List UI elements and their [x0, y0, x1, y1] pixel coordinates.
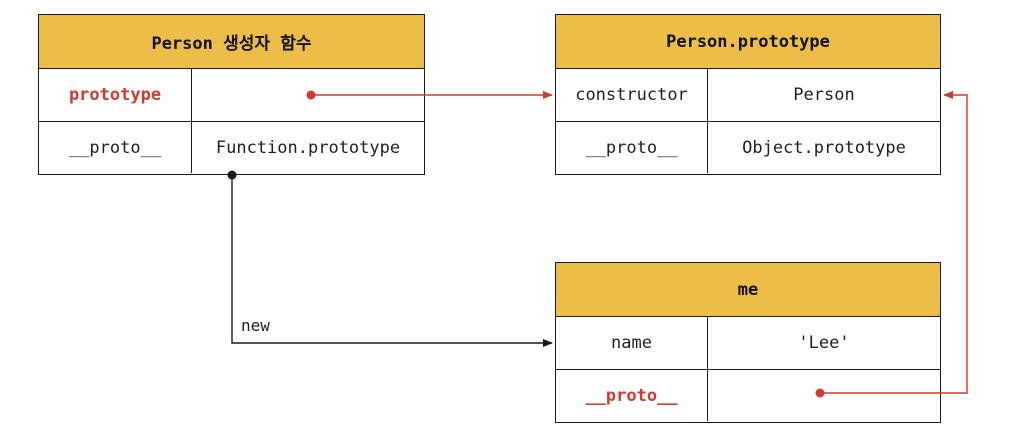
me-proto-link: [815, 91, 968, 398]
person-constructor-title: Person 생성자 함수: [39, 15, 424, 69]
person-prototype-title: Person.prototype: [556, 15, 940, 69]
name-value: 'Lee': [798, 333, 850, 353]
new-label: new: [241, 316, 270, 335]
me-row-proto: __proto__: [556, 370, 940, 421]
me-title: me: [556, 263, 940, 317]
person-prototype-row-proto: __proto__ Object.prototype: [556, 122, 940, 173]
prototype-key: prototype: [39, 69, 192, 121]
constructor-key: constructor: [556, 69, 708, 121]
me-proto-link-arrow: [820, 91, 968, 394]
proto-value: Object.prototype: [742, 137, 906, 158]
person-constructor-row-proto: __proto__ Function.prototype: [39, 122, 424, 173]
proto-value: Function.prototype: [215, 137, 401, 158]
prototype-link: [306, 90, 553, 100]
proto-key: __proto__: [556, 370, 708, 421]
name-key: name: [556, 317, 708, 369]
constructor-value: Person: [793, 85, 855, 105]
me-row-name: name 'Lee': [556, 317, 940, 370]
proto-key: __proto__: [39, 122, 192, 173]
me-box: me name 'Lee' __proto__: [555, 262, 941, 423]
person-prototype-box: Person.prototype constructor Person __pr…: [555, 14, 941, 175]
proto-key: __proto__: [556, 122, 708, 173]
person-prototype-row-constructor: constructor Person: [556, 69, 940, 122]
new-link-arrow: [231, 175, 553, 347]
new-link: [227, 170, 553, 347]
person-constructor-row-prototype: prototype: [39, 69, 424, 122]
